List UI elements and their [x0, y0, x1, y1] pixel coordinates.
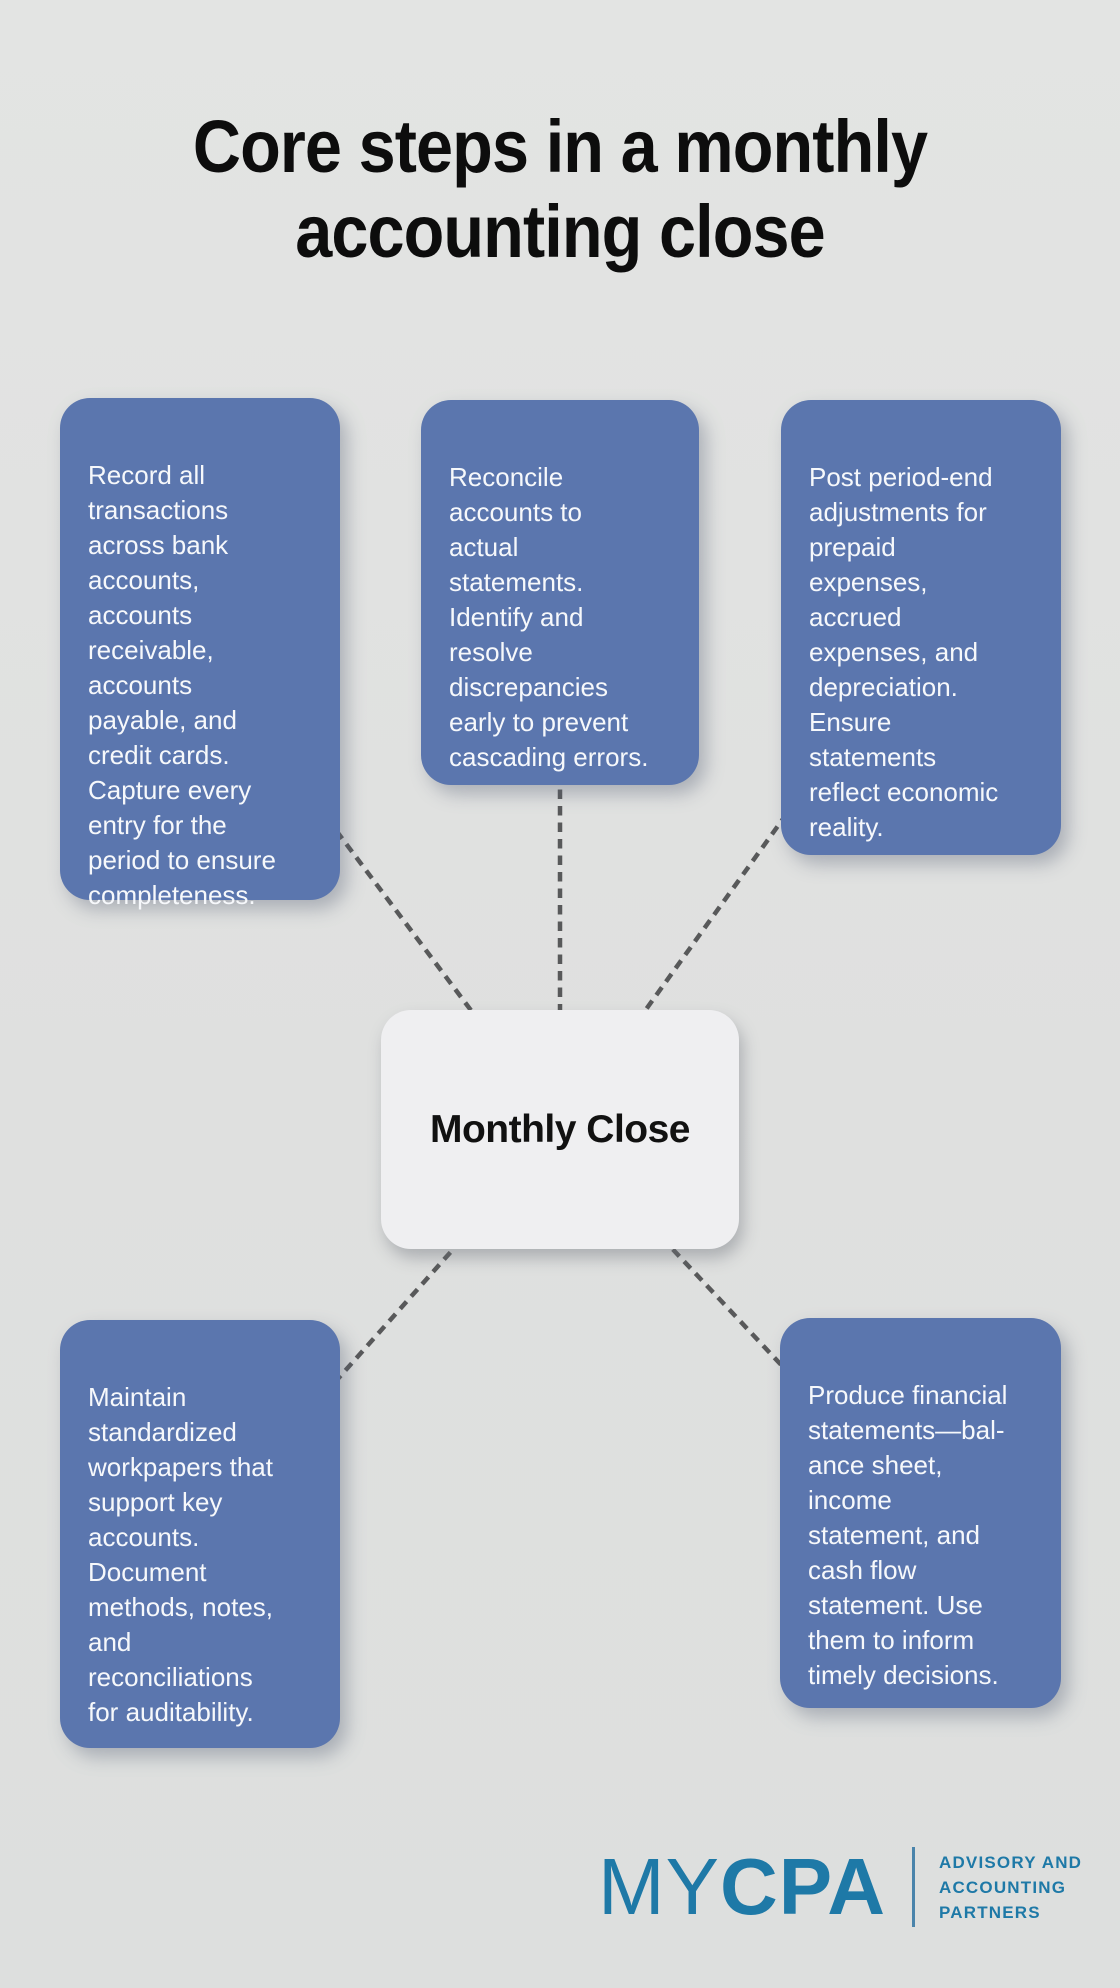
step-text-maintain-workpapers: Maintain standardized workpapers that su…: [88, 1382, 273, 1727]
logo-wordmark-bold: CPA: [720, 1842, 886, 1931]
step-node-record-transactions: Record all transactions across bank acco…: [60, 398, 340, 910]
step-text-produce-statements: Produce financial statements—bal- ance s…: [808, 1380, 1008, 1690]
brand-logo: MYCPA ADVISORY AND ACCOUNTING PARTNERS: [598, 1845, 1082, 1929]
step-text-reconcile-accounts: Reconcile accounts to actual statements.…: [449, 462, 649, 772]
step-node-post-adjustments: Post period-end adjustments for prepaid …: [781, 400, 1061, 855]
logo-divider: [911, 1847, 915, 1927]
page-title: Core steps in a monthly accounting close: [192, 105, 928, 273]
step-text-record-transactions: Record all transactions across bank acco…: [88, 460, 276, 910]
step-node-produce-statements: Produce financial statements—bal- ance s…: [780, 1318, 1061, 1708]
center-node-label: Monthly Close: [429, 1107, 691, 1151]
step-node-reconcile-accounts: Reconcile accounts to actual statements.…: [421, 400, 699, 785]
step-node-maintain-workpapers: Maintain standardized workpapers that su…: [60, 1320, 340, 1748]
logo-wordmark-light: MY: [598, 1842, 720, 1931]
logo-wordmark: MYCPA: [598, 1847, 886, 1927]
step-text-post-adjustments: Post period-end adjustments for prepaid …: [809, 462, 999, 842]
center-node-monthly-close: Monthly Close: [381, 1010, 739, 1249]
logo-tagline: ADVISORY AND ACCOUNTING PARTNERS: [938, 1852, 1083, 1922]
